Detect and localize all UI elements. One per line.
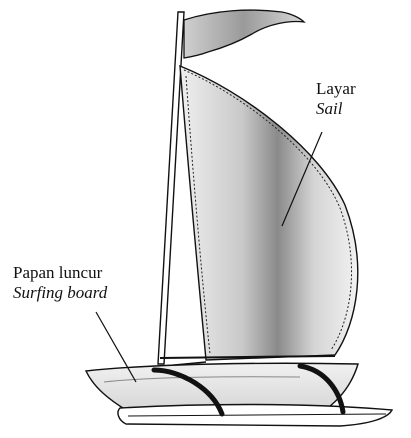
board-label: Papan luncur Surfing board [13,263,107,303]
sail-label-malay: Layar [316,79,356,99]
mast [158,12,184,364]
flag [184,10,304,58]
board-label-malay: Papan luncur [13,263,107,283]
board-label-english: Surfing board [13,283,107,303]
sail-label: Layar Sail [316,79,356,119]
sail-label-english: Sail [316,99,356,119]
boom [160,356,335,358]
